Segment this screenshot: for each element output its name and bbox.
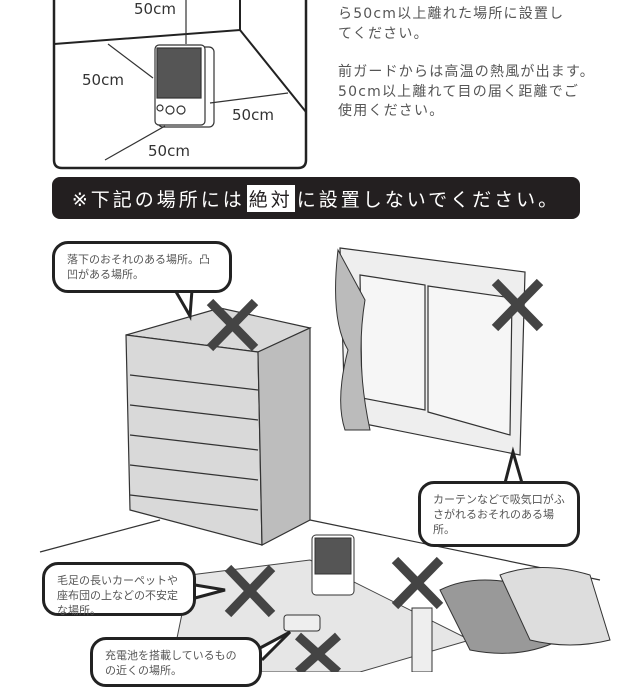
- dimension-label-front: 50cm: [148, 142, 190, 160]
- dimension-label-right: 50cm: [232, 106, 274, 124]
- callout-dresser: 落下のおそれのある場所。凸凹がある場所。: [52, 241, 232, 293]
- heater-floor: [311, 534, 355, 596]
- instruction-line: ら50cm以上離れた場所に設置し: [338, 6, 565, 22]
- callout-tails: [173, 289, 524, 662]
- dimension-label-back: 50cm: [134, 0, 176, 18]
- dimension-label-left: 50cm: [82, 71, 124, 89]
- clearance-diagram: [52, 0, 308, 170]
- callout-carpet: 毛足の長いカーペットや座布団の上などの不安定な場所。: [42, 562, 196, 617]
- instruction-line: 50cm以上離れて目の届く距離でご: [338, 83, 580, 100]
- banner-suffix: に設置しないでください。: [296, 188, 561, 211]
- dresser: [125, 307, 312, 546]
- instruction-line: 前ガードからは高温の熱風が出ます。: [338, 64, 595, 80]
- spray-can: [411, 607, 433, 672]
- curtain: [335, 248, 371, 431]
- banner-highlight: 絶対: [246, 184, 295, 212]
- banner-prefix: ※下記の場所には: [71, 188, 245, 211]
- cushions: [439, 567, 611, 654]
- callout-curtain: カーテンなどで吸気口がふさがれるおそれのある場所。: [418, 481, 580, 547]
- dimension-arrows: [104, 0, 289, 161]
- window: [339, 247, 526, 456]
- heater-top: [154, 44, 215, 128]
- instructions-text: ら50cm以上離れた場所に設置し てください。 前ガードからは高温の熱風が出ます…: [338, 0, 595, 122]
- instruction-line: 使用ください。: [338, 103, 445, 119]
- instruction-line: てください。: [338, 25, 429, 42]
- prohibited-x-icons: [206, 278, 544, 672]
- warning-banner: ※下記の場所には 絶対 に設置しないでください。: [52, 177, 580, 219]
- callout-battery: 充電池を搭載しているものの近くの場所。: [90, 637, 262, 687]
- battery-device: [283, 614, 321, 632]
